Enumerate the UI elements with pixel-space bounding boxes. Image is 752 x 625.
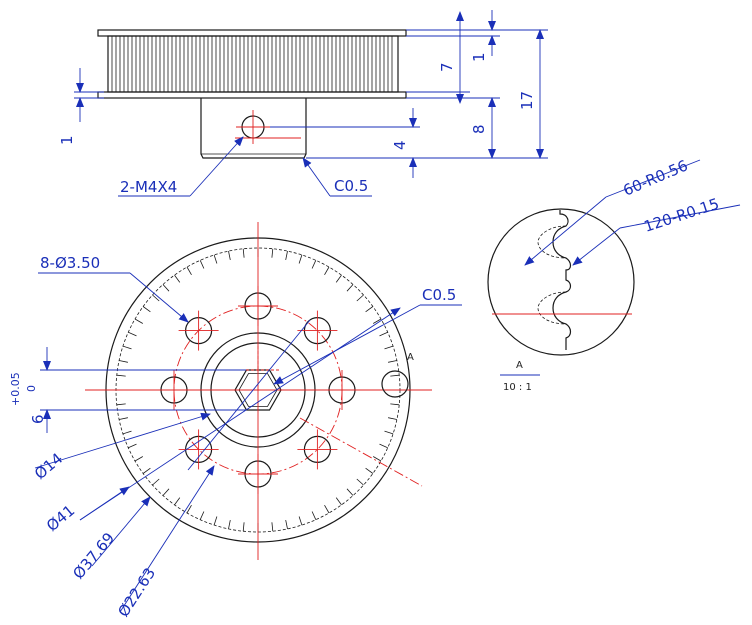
gear-tooth — [162, 284, 170, 292]
callout-hub-chamfer: C0.5 — [334, 177, 368, 195]
gear-tooth — [213, 254, 218, 264]
gear-tooth — [119, 360, 128, 363]
detail-marker-label: A — [407, 352, 414, 363]
detail-view: 60-R0.56 120-R0.15 A 10 : 1 — [487, 156, 741, 393]
dim-outer-dia: Ø41 — [43, 501, 78, 535]
gear-tooth — [242, 248, 245, 258]
gear-tooth — [365, 467, 374, 474]
gear-tooth — [174, 497, 181, 506]
dim-hex-size: 6 — [29, 414, 47, 424]
dim-tooth-width: 7 — [438, 62, 456, 72]
gear-tooth — [242, 522, 245, 532]
front-view: A 6 +0.05 0 8-Ø3.50 C0.5 Ø14 Ø41 Ø37.69 … — [9, 222, 462, 620]
dim-flange-side: 1 — [58, 135, 76, 145]
gear-tooth — [384, 430, 394, 435]
gear-tooth — [271, 248, 274, 258]
side-view: 1 7 8 17 4 1 2-M4X4 C0.5 — [58, 10, 548, 197]
gear-tooth — [388, 417, 397, 420]
gear-tooth — [324, 505, 330, 514]
gear-tooth — [152, 294, 160, 302]
gear-tooth — [122, 430, 132, 435]
dim-hex-tol-upper: +0.05 — [9, 372, 22, 406]
gear-tooth — [142, 306, 151, 313]
gear-tooth — [174, 274, 181, 283]
gear-tooth — [186, 266, 192, 275]
gear-tooth — [134, 318, 143, 324]
dim-set-screw-pos: 4 — [391, 140, 409, 150]
gear-tooth — [199, 260, 205, 269]
gear-tooth — [116, 403, 126, 406]
gear-tooth — [162, 488, 170, 496]
gear-tooth — [346, 284, 354, 292]
callout-bolt-holes: 8-Ø3.50 — [40, 254, 100, 272]
dim-hex-tol-lower: 0 — [25, 385, 38, 392]
gear-tooth — [373, 456, 382, 462]
detail-root-radius: 120-R0.15 — [642, 195, 722, 236]
gear-tooth — [356, 294, 364, 302]
gear-tooth — [384, 345, 394, 350]
gear-tooth — [285, 520, 288, 529]
gear-tooth — [128, 443, 137, 449]
detail-scale: 10 : 1 — [503, 382, 532, 393]
gear-tooth — [311, 511, 317, 520]
bottom-flange — [97, 91, 407, 99]
tooth-body — [107, 35, 399, 93]
detail-tooth-profile — [552, 210, 572, 350]
dim-bore-dia: Ø14 — [31, 449, 66, 483]
hub — [200, 98, 307, 159]
gear-tooth — [122, 345, 132, 350]
gear-tooth — [346, 488, 354, 496]
dim-bolt-circle-dia: Ø22.63 — [114, 564, 159, 620]
gear-tooth — [379, 331, 388, 337]
detail-marker-circle — [381, 370, 409, 398]
gear-tooth — [388, 360, 397, 363]
gear-tooth — [298, 516, 303, 526]
detail-tooth-radius: 60-R0.56 — [621, 156, 691, 199]
gear-tooth — [285, 251, 288, 260]
gear-tooth — [271, 522, 274, 532]
gear-tooth — [119, 417, 128, 420]
gear-tooth — [213, 516, 218, 526]
gear-tooth — [390, 374, 400, 377]
gear-tooth — [116, 374, 126, 377]
top-flange — [97, 29, 407, 37]
gear-tooth — [335, 497, 342, 506]
gear-tooth — [311, 260, 317, 269]
gear-tooth — [298, 254, 303, 264]
gear-tooth — [199, 511, 205, 520]
callout-bore-chamfer: C0.5 — [422, 286, 456, 304]
gear-tooth — [356, 478, 364, 486]
gear-tooth — [142, 467, 151, 474]
gear-tooth — [186, 505, 192, 514]
dim-flange-top: 1 — [470, 52, 488, 62]
gear-tooth — [373, 318, 382, 324]
gear-tooth — [365, 306, 374, 313]
gear-tooth — [335, 274, 342, 283]
gear-tooth — [390, 403, 400, 406]
gear-tooth — [128, 331, 137, 337]
gear-tooth — [134, 456, 143, 462]
gear-tooth — [379, 443, 388, 449]
gear-tooth — [228, 520, 231, 529]
gear-tooth — [324, 266, 330, 275]
dim-total-height: 17 — [518, 91, 536, 110]
dim-hub-height: 8 — [470, 124, 488, 134]
detail-circle — [487, 208, 635, 356]
gear-tooth — [152, 478, 160, 486]
callout-set-screw: 2-M4X4 — [120, 178, 177, 196]
tooth-lines — [111, 36, 393, 92]
detail-view-label: A — [516, 360, 523, 371]
gear-tooth — [228, 251, 231, 260]
dim-pitch-dia: Ø37.69 — [69, 529, 118, 583]
